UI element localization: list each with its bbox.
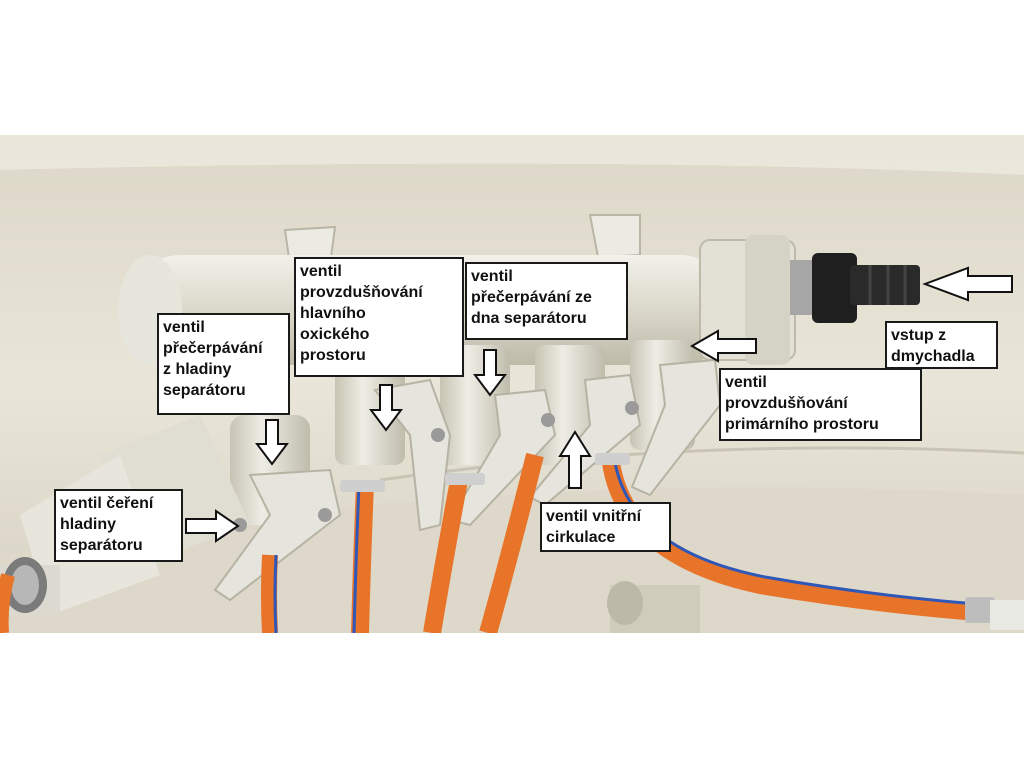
label-provzdusnovani-primarniho: ventil provzdušňování primárního prostor… bbox=[719, 368, 922, 441]
label-precerpavani-hladina: ventil přečerpávání z hladiny separátoru bbox=[157, 313, 290, 415]
label-cereni-hladiny: ventil čeření hladiny separátoru bbox=[54, 489, 183, 562]
label-precerpavani-dno: ventil přečerpávání ze dna separátoru bbox=[465, 262, 628, 340]
label-vstup-dmychadla: vstup z dmychadla bbox=[885, 321, 998, 369]
label-provzdusnovani-hlavniho: ventil provzdušňování hlavního oxického … bbox=[294, 257, 464, 377]
label-vnitrni-cirkulace: ventil vnitřní cirkulace bbox=[540, 502, 671, 552]
